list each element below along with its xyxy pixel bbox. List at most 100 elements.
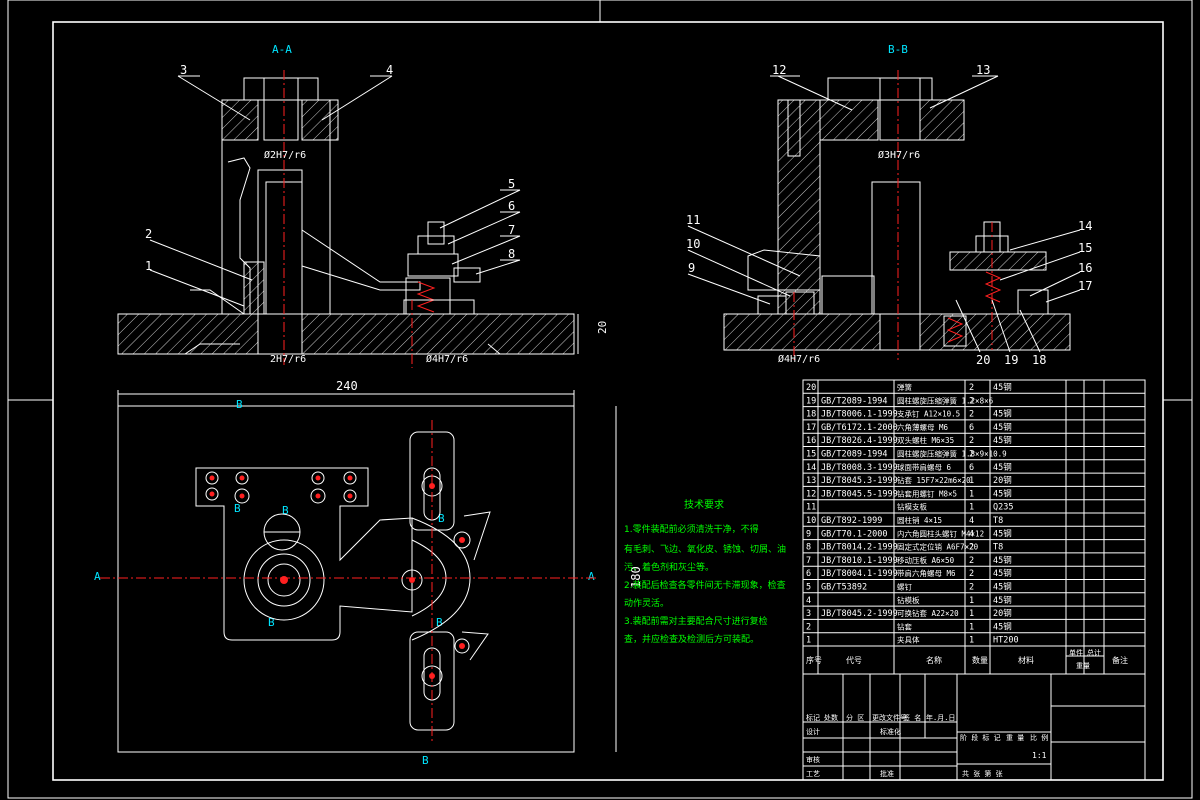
bore-bb xyxy=(879,313,921,351)
svg-text:15: 15 xyxy=(1078,241,1092,255)
bom-cell-mat: 45钢 xyxy=(993,435,1012,446)
tb-count: 处数 xyxy=(824,713,838,722)
pin-bb xyxy=(871,181,921,315)
svg-text:10: 10 xyxy=(686,237,700,251)
tb-date: 年.月.日 xyxy=(926,713,955,722)
bom-cell-code: GB/T70.1-2000 xyxy=(821,529,888,539)
tech-req-line-3: 污、着色剂和灰尘等。 xyxy=(624,561,714,573)
svg-text:8: 8 xyxy=(508,247,515,261)
bom-cell-name: 圆柱螺旋压缩弹簧 1.2×8×6 xyxy=(897,395,994,405)
marker-b-l3: B xyxy=(282,504,289,517)
bom-cell-code: JB/T8006.1-1999 xyxy=(821,410,898,420)
balloon-4: 4 xyxy=(321,63,393,121)
tb-weight: 重 量 xyxy=(1006,734,1024,742)
balloon-17: 17 xyxy=(1045,279,1092,303)
bushing-head xyxy=(243,77,319,101)
bom-cell-code: JB/T8026.4-1999 xyxy=(821,436,898,446)
bom-cell-mat: 45钢 xyxy=(993,462,1012,473)
bom-cell-qty: 6 xyxy=(969,423,974,433)
pin-8 xyxy=(453,267,481,283)
tb-stage-mark: 阶 段 标 记 xyxy=(960,733,1001,742)
bom-cell-name: 钻套用螺钉 M8×5 xyxy=(897,488,957,498)
clamp-bb-left xyxy=(747,249,821,291)
bom-cell-name: 支承钉 A12×10.5 xyxy=(897,409,960,419)
marker-b-l2: B xyxy=(268,616,275,629)
bom-cell-name: 夹具体 xyxy=(897,635,920,645)
tb-ratio-val: 1:1 xyxy=(1032,751,1047,760)
bom-cell-no: 3 xyxy=(806,609,811,619)
nut-17 xyxy=(1017,289,1049,315)
svg-text:12: 12 xyxy=(772,63,786,77)
base-recess xyxy=(184,343,501,355)
bom-cell-mat: 45钢 xyxy=(993,422,1012,433)
bom-cell-no: 1 xyxy=(806,636,811,646)
clamp-plate-7 xyxy=(407,253,459,277)
svg-text:18: 18 xyxy=(1032,353,1046,367)
bom-cell-name: 钻模板 xyxy=(897,595,920,605)
bom-cell-mat: 45钢 xyxy=(993,555,1012,566)
bom-cell-no: 11 xyxy=(806,503,816,513)
bom-cell-qty: 1 xyxy=(969,503,974,513)
plan-outline xyxy=(117,405,575,753)
screw-12 xyxy=(787,99,801,157)
section-aa-label: A-A xyxy=(272,43,292,56)
bom-cell-qty: 2 xyxy=(969,569,974,579)
bom-cell-mat: 45钢 xyxy=(993,568,1012,579)
marker-a-left: A xyxy=(94,570,101,583)
bom-cell-name: 球面带肩螺母 6 xyxy=(897,462,952,472)
base-plate-aa xyxy=(117,313,575,355)
bom-h-qty: 数量 xyxy=(972,655,988,665)
balloon-16: 16 xyxy=(1029,261,1092,297)
bom-cell-no: 7 xyxy=(806,556,811,566)
svg-text:2: 2 xyxy=(145,227,152,241)
bom-cell-no: 2 xyxy=(806,622,811,632)
bom-grid xyxy=(803,380,1145,674)
bom-cell-code: JB/T8045.5-1999 xyxy=(821,489,898,499)
spring-housing xyxy=(405,277,451,315)
title-block-frame xyxy=(802,673,1146,781)
bom-cell-no: 9 xyxy=(806,529,811,539)
svg-text:9: 9 xyxy=(688,261,695,275)
bom-cell-code: JB/T8045.2-1999 xyxy=(821,609,898,619)
technical-requirements: 技术要求 1.零件装配前必须清洗干净，不得 有毛刺、飞边、氧化皮、锈蚀、切屑、油… xyxy=(624,498,786,645)
fit-right-aa: Ø4H7/r6 xyxy=(426,353,468,365)
bom-header-row: 序号 代号 名称 数量 材料 单件 总计 重量 备注 xyxy=(806,648,1128,670)
bom-cell-qty: 1 xyxy=(969,489,974,499)
marker-b-l4: B xyxy=(436,616,443,629)
svg-text:5: 5 xyxy=(508,177,515,191)
balloon-10: 10 xyxy=(686,237,791,297)
bom-cell-no: 19 xyxy=(806,396,816,406)
bom-cell-name: 弹簧 xyxy=(897,382,912,392)
bom-cell-name: 双头螺柱 M6×35 xyxy=(897,435,954,445)
balloon-19: 19 xyxy=(991,299,1018,367)
bom-cell-no: 18 xyxy=(806,410,816,420)
balloon-13: 13 xyxy=(929,63,999,109)
bom-cell-name: 圆柱螺旋压缩弹簧 1.8×9×10.9 xyxy=(897,449,1007,459)
plate-bb-right xyxy=(919,99,965,141)
support-block xyxy=(403,299,475,315)
marker-b-bottom: B xyxy=(422,754,429,767)
bom-cell-no: 20 xyxy=(806,383,816,393)
rib-left xyxy=(190,289,245,315)
bom-cell-code: JB/T8008.3-1999 xyxy=(821,463,898,473)
svg-text:6: 6 xyxy=(508,199,515,213)
bom-cell-qty: 1 xyxy=(969,476,974,486)
bom-cell-no: 10 xyxy=(806,516,816,526)
bom-cell-code: JB/T8010.1-1999 xyxy=(821,556,898,566)
bom-cell-qty: 2 xyxy=(969,556,974,566)
arc-arm-outer xyxy=(411,517,471,641)
balloon-11: 11 xyxy=(686,213,801,277)
bom-cell-name: 六角薄螺母 M6 xyxy=(897,422,949,432)
tb-zone: 分 区 xyxy=(846,713,864,722)
marker-a-right: A xyxy=(588,570,595,583)
column-aa xyxy=(221,99,331,315)
balloon-20: 20 xyxy=(955,299,990,367)
support-bb-mid xyxy=(821,275,875,315)
bom-h-mat: 材料 xyxy=(1018,655,1034,665)
column-bb xyxy=(777,99,821,315)
tb-standard: 标准化 xyxy=(880,727,901,736)
tb-mark: 标记 xyxy=(806,713,820,722)
spring-20-coil xyxy=(946,317,964,343)
plan-view: 240 180 B B A A B B B B B xyxy=(94,379,643,767)
